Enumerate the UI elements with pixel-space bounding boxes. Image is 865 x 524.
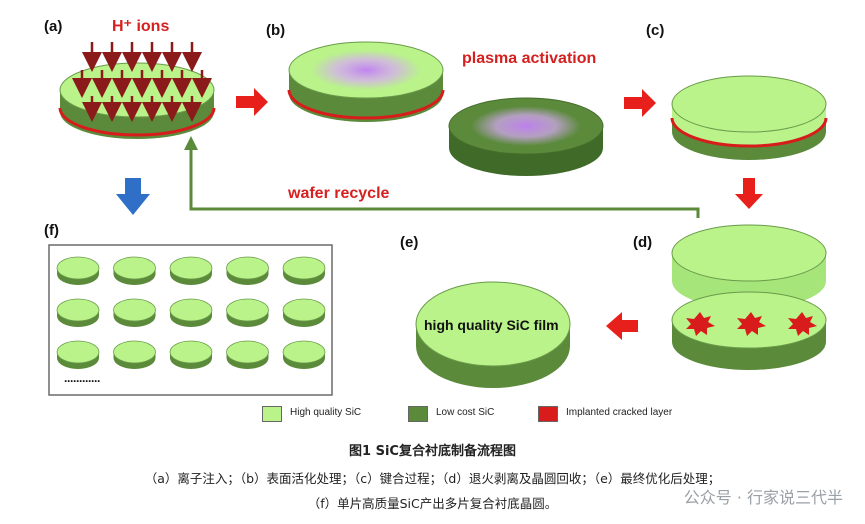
caption-line-1: （a）离子注入；（b）表面活化处理；（c）键合过程；（d）退火剥离及晶圆回收；（… — [144, 471, 721, 486]
mini-wafer — [113, 298, 156, 327]
panel-label-e: (e) — [400, 234, 419, 251]
mini-wafer — [282, 340, 326, 369]
mini-wafer — [226, 256, 269, 285]
legend-label-low-cost: Low cost SiC — [436, 407, 495, 418]
mini-wafer — [56, 298, 100, 327]
mini-wafer — [169, 340, 213, 369]
cracked-layer-marks — [686, 312, 817, 336]
ion-arrows — [72, 42, 212, 122]
mini-wafer — [113, 340, 156, 369]
mini-wafer — [282, 298, 326, 327]
caption-title: 图1 SiC复合衬底制备流程图 — [349, 444, 516, 459]
recycle-line — [189, 146, 700, 218]
panel-label-c: (c) — [646, 22, 665, 39]
mini-wafer — [56, 256, 100, 285]
mini-wafer — [282, 256, 326, 285]
wafer-e — [415, 281, 571, 388]
recycle-label: wafer recycle — [288, 185, 390, 202]
wafer-b-top — [287, 41, 445, 122]
mini-wafer-grid — [56, 256, 326, 369]
arrow-b-to-c — [624, 89, 656, 117]
arrow-c-to-d — [735, 178, 763, 209]
legend-swatch-low-cost — [408, 406, 428, 422]
legend-swatch-cracked-layer — [538, 406, 558, 422]
mini-wafer — [169, 256, 213, 285]
recycle-arrowhead — [184, 136, 198, 150]
ions-label: H⁺ ions — [112, 18, 170, 35]
panel-label-d: (d) — [633, 234, 653, 251]
plasma-label: plasma activation — [462, 50, 597, 67]
mini-wafer — [226, 340, 269, 369]
arrow-a-to-f — [116, 178, 150, 215]
panel-label-b: (b) — [266, 22, 286, 39]
panel-label-a: (a) — [44, 18, 63, 35]
arrow-a-to-b — [236, 88, 268, 116]
film-label: high quality SiC film — [424, 317, 559, 333]
watermark: 公众号 · 行家说三代半 — [683, 488, 843, 507]
mini-wafer — [56, 340, 100, 369]
wafer-b-bottom — [448, 97, 604, 176]
more-dots: ············ — [64, 374, 101, 388]
legend-swatch-high-quality — [262, 406, 282, 422]
panel-label-f: (f) — [44, 222, 59, 239]
mini-wafer — [226, 298, 269, 327]
mini-wafer — [169, 298, 213, 327]
arrow-d-to-e — [606, 312, 638, 340]
mini-wafer — [113, 256, 156, 285]
legend-label-cracked-layer: Implanted cracked layer — [566, 407, 673, 418]
wafer-d-top — [671, 224, 827, 309]
legend-label-high-quality: High quality SiC — [290, 407, 362, 418]
caption-line-2: （f）单片高质量SiC产出多片复合衬底晶圆。 — [307, 496, 558, 511]
wafer-c — [670, 75, 828, 160]
